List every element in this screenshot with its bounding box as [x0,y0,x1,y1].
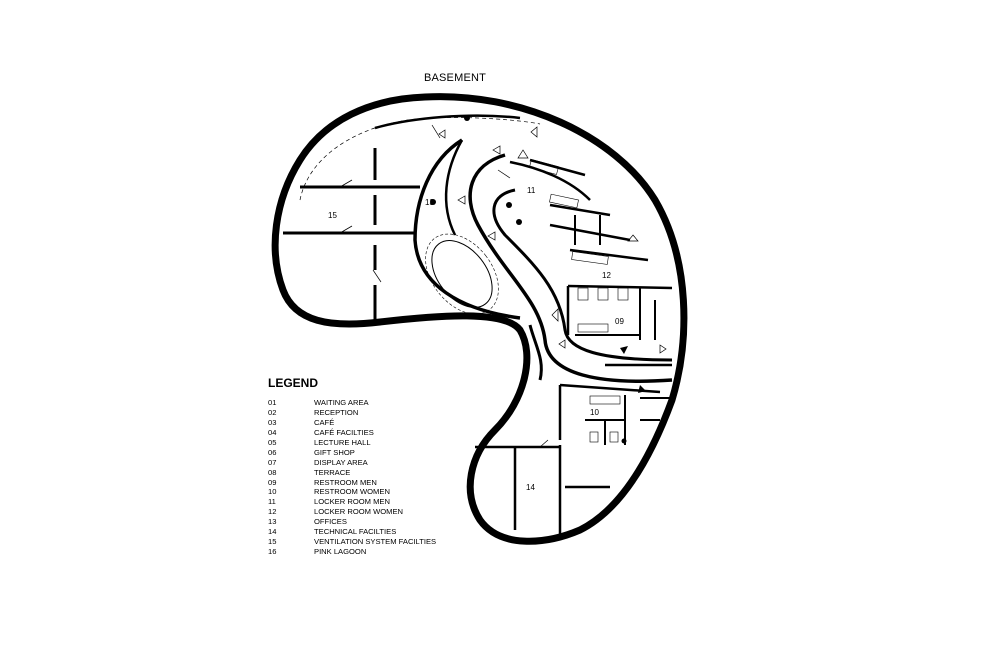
legend-item: 05 LECTURE HALL [268,438,488,448]
legend-item-number: 13 [268,517,277,527]
legend-item-number: 07 [268,457,277,467]
plan-title: BASEMENT [423,72,487,84]
legend-item-label: PINK LAGOON [314,547,367,557]
room-label-12: 12 [602,271,611,280]
inner-curve-top [374,114,521,130]
legend-item: 01 WAITING AREA [268,398,488,408]
legend-item-label: VENTILATION SYSTEM FACILTIES [314,537,437,547]
legend-item-label: TECHNICAL FACILTIES [314,527,397,537]
legend-item: 14 TECHNICAL FACILTIES [268,527,488,537]
legend-item-label: DISPLAY AREA [314,457,368,467]
legend-item-label: GIFT SHOP [314,447,355,457]
s-corridor-outer [468,153,673,383]
leaf-wall [413,138,521,320]
room-label-15: 15 [328,211,337,220]
legend-item: 04 CAFÉ FACILTIES [268,428,488,438]
room-label-14: 14 [526,483,535,492]
legend-item-number: 04 [268,427,277,437]
legend-item-label: WAITING AREA [314,398,369,407]
legend-item: 09 RESTROOM MEN [268,478,488,488]
legend-item-number: 02 [268,407,277,417]
legend-item-number: 15 [268,537,277,547]
legend-item-number: 16 [268,547,277,557]
legend-item-number: 03 [268,417,277,427]
legend-item-number: 10 [268,487,277,497]
legend-title: LEGEND [268,376,319,390]
legend-item-label: LOCKER ROOM WOMEN [314,507,404,517]
legend-item: 13 OFFICES [268,517,488,527]
legend-item-label: RESTROOM MEN [314,477,377,487]
legend-item: 12 LOCKER ROOM WOMEN [268,507,488,517]
legend-item: 06 GIFT SHOP [268,448,488,458]
legend-item: 16 PINK LAGOON [268,547,488,557]
legend-item-label: RECEPTION [314,407,359,417]
legend-item: 10 RESTROOM WOMEN [268,487,488,497]
legend-item: 15 VENTILATION SYSTEM FACILTIES [268,537,488,547]
legend-item: 02 RECEPTION [268,408,488,418]
outer-wall [271,93,688,545]
legend-list: 01 WAITING AREA 02 RECEPTION 03 CAFÉ 04 CAFÉ FA… [268,398,488,557]
legend-item-number: 06 [268,447,277,457]
legend-item-number: 11 [268,497,276,507]
legend-item-number: 09 [268,477,277,487]
legend-item-number: 08 [268,467,277,477]
room-label-13: 13 [425,198,434,207]
oval-table [431,240,493,308]
room-label-09: 09 [615,317,624,326]
room-label-11: 11 [527,186,536,195]
legend-item: 11 LOCKER ROOM MEN [268,497,488,507]
legend-item-label: CAFÉ FACILTIES [314,427,374,437]
legend-item-number: 05 [268,437,277,447]
s-corridor-inner [492,188,673,362]
legend-item: 07 DISPLAY AREA [268,458,488,468]
legend-item-number: 14 [268,527,277,537]
legend-item-label: RESTROOM WOMEN [314,487,390,497]
legend-item: 03 CAFÉ [268,418,488,428]
legend-item-number: 01 [268,398,277,407]
legend-item-number: 12 [268,507,277,517]
legend-item-label: LECTURE HALL [314,437,371,447]
legend-item-label: CAFÉ [314,417,335,427]
legend-item: 08 TERRACE [268,468,488,478]
room-label-10: 10 [590,408,599,417]
legend-item-label: LOCKER ROOM MEN [314,497,390,507]
legend-item-label: OFFICES [314,517,347,527]
legend-item-label: TERRACE [314,467,351,477]
